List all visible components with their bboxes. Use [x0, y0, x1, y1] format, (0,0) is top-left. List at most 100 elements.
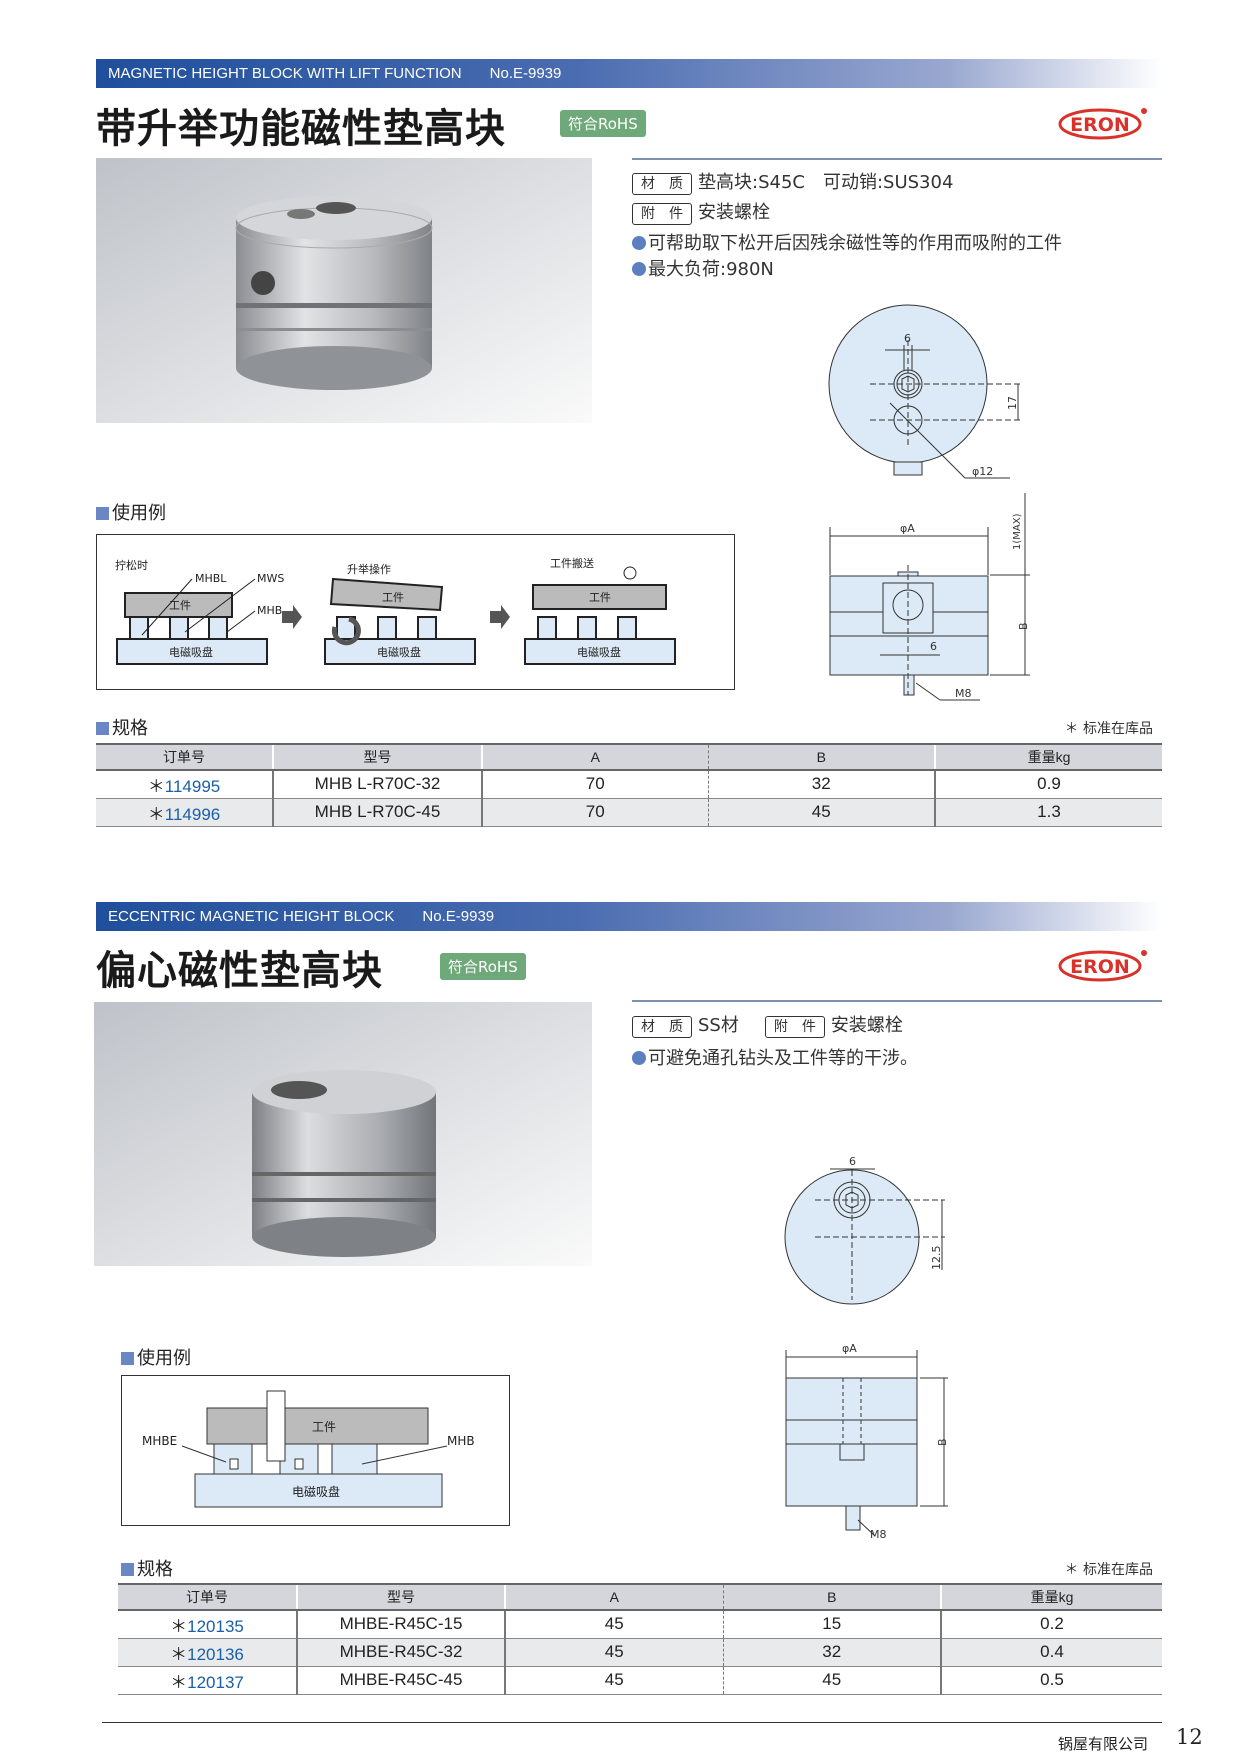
col-b: B — [707, 743, 935, 771]
section1-technical-drawing: 6 17 φ12 φA 1(MAX) B 6 M8 — [828, 304, 1030, 701]
model-cell: MHBE-R45C-45 — [296, 1666, 505, 1695]
eron-logo: ERON — [1058, 950, 1147, 982]
svg-text:工件: 工件 — [312, 1420, 336, 1434]
hook-icon — [623, 566, 637, 580]
svg-text:12.5: 12.5 — [930, 1246, 943, 1271]
section1-usage-diagram: 拧松时 升举操作 工件搬送 电磁吸盘 工件 MHBL MWS MHB 电磁吸盘 … — [96, 534, 735, 690]
bullet-icon — [632, 262, 646, 276]
svg-text:6: 6 — [849, 1155, 856, 1168]
section2-divider — [632, 1000, 1162, 1002]
accessory-value: 安装螺栓 — [830, 1015, 903, 1036]
weight-cell: 0.4 — [940, 1638, 1162, 1667]
table-row: ＊114996 MHB L-R70C-45 70 45 1.3 — [96, 798, 1162, 827]
a-cell: 45 — [504, 1638, 723, 1667]
svg-text:工件: 工件 — [382, 591, 404, 604]
b-cell: 32 — [707, 770, 935, 799]
section1-material-row: 材 质垫高块:S45C 可动销:SUS304 — [632, 168, 953, 195]
table-row: ＊120137 MHBE-R45C-45 45 45 0.5 — [118, 1666, 1162, 1695]
col-order-no: 订单号 — [118, 1583, 297, 1611]
svg-text:工件: 工件 — [169, 599, 191, 612]
accessory-value: 安装螺栓 — [698, 202, 770, 223]
svg-text:工件搬送: 工件搬送 — [550, 556, 594, 570]
section2-header-bar: ECCENTRIC MAGNETIC HEIGHT BLOCK No.E-9939 — [96, 902, 1162, 931]
svg-text:电磁吸盘: 电磁吸盘 — [292, 1484, 340, 1499]
section2-header-no: No.E-9939 — [422, 908, 495, 925]
a-cell: 45 — [504, 1666, 723, 1695]
section1-bullet: 可帮助取下松开后因残余磁性等的作用而吸附的工件 — [632, 229, 1062, 255]
bullet-text: 可帮助取下松开后因残余磁性等的作用而吸附的工件 — [648, 233, 1062, 254]
section2-header-en: ECCENTRIC MAGNETIC HEIGHT BLOCK — [108, 908, 395, 925]
a-cell: 70 — [481, 770, 708, 799]
b-cell: 45 — [707, 798, 935, 827]
eron-logo: ERON — [1058, 108, 1147, 140]
svg-text:φ12: φ12 — [972, 465, 993, 478]
section1-spec-title: 规格 — [96, 714, 148, 740]
svg-text:电磁吸盘: 电磁吸盘 — [169, 645, 213, 659]
arrow-icon — [282, 605, 302, 629]
col-model: 型号 — [296, 1583, 505, 1611]
stock-star: ＊ — [170, 1644, 188, 1664]
footer-rule — [102, 1722, 1162, 1723]
a-cell: 70 — [481, 798, 708, 827]
svg-text:6: 6 — [904, 332, 911, 345]
weight-cell: 1.3 — [934, 798, 1162, 827]
order-code-link[interactable]: 114996 — [164, 804, 221, 824]
section1-title: 带升举功能磁性垫高块 — [96, 106, 506, 152]
weight-cell: 0.2 — [940, 1610, 1162, 1639]
section1-usage-title: 使用例 — [96, 499, 166, 525]
section2-title: 偏心磁性垫高块 — [96, 948, 383, 994]
section1-product-photo — [96, 158, 592, 423]
bullet-text: 最大负荷:980N — [648, 259, 774, 280]
section1-stock-note: ＊ 标准在库品 — [1064, 721, 1153, 737]
table-header-row: 订单号 型号 A B 重量kg — [118, 1583, 1162, 1611]
svg-text:MHB: MHB — [257, 604, 282, 617]
svg-text:B: B — [936, 1438, 949, 1446]
section2-product-photo — [94, 1002, 592, 1266]
col-model: 型号 — [272, 743, 482, 771]
svg-text:B: B — [1017, 622, 1030, 630]
b-cell: 45 — [722, 1666, 941, 1695]
section1-spec-table: 订单号 型号 A B 重量kg ＊114995 MHB L-R70C-32 70… — [96, 743, 1162, 827]
section1-bullet: 最大负荷:980N — [632, 255, 774, 281]
section2-usage-title: 使用例 — [121, 1344, 191, 1370]
page-number: 12 — [1176, 1725, 1203, 1749]
col-a: A — [504, 1583, 723, 1611]
col-b: B — [722, 1583, 941, 1611]
model-cell: MHB L-R70C-32 — [272, 770, 482, 799]
svg-text:电磁吸盘: 电磁吸盘 — [377, 645, 421, 659]
svg-text:升举操作: 升举操作 — [347, 562, 391, 576]
section1-header-no: No.E-9939 — [489, 65, 562, 82]
order-code-link[interactable]: 120136 — [187, 1644, 244, 1664]
footer-company: 锅屋有限公司 — [1058, 1735, 1149, 1753]
svg-text:MHBE: MHBE — [142, 1434, 177, 1448]
model-cell: MHB L-R70C-45 — [272, 798, 482, 827]
section1-rohs-badge: 符合RoHS — [560, 110, 646, 137]
section2-usage-diagram: 电磁吸盘 工件 MHBE MHB — [121, 1375, 510, 1526]
svg-text:M8: M8 — [955, 687, 972, 700]
col-a: A — [481, 743, 708, 771]
section2-bullet: 可避免通孔钻头及工件等的干涉。 — [632, 1044, 918, 1070]
svg-text:ERON: ERON — [1070, 114, 1130, 136]
order-code-link[interactable]: 120137 — [187, 1672, 244, 1692]
b-cell: 32 — [722, 1638, 941, 1667]
order-code-link[interactable]: 114995 — [164, 776, 221, 796]
svg-text:MHBL: MHBL — [195, 572, 227, 585]
model-cell: MHBE-R45C-15 — [296, 1610, 505, 1639]
table-row: ＊114995 MHB L-R70C-32 70 32 0.9 — [96, 770, 1162, 799]
section2-spec-table: 订单号 型号 A B 重量kg ＊120135 MHBE-R45C-15 45 … — [118, 1583, 1162, 1695]
material-value: 垫高块:S45C 可动销:SUS304 — [698, 172, 954, 193]
section1-header-bar: MAGNETIC HEIGHT BLOCK WITH LIFT FUNCTION… — [96, 59, 1162, 88]
svg-text:M8: M8 — [870, 1528, 887, 1541]
svg-text:ERON: ERON — [1070, 956, 1130, 978]
section1-header-en: MAGNETIC HEIGHT BLOCK WITH LIFT FUNCTION — [108, 65, 462, 82]
order-code-link[interactable]: 120135 — [187, 1616, 244, 1636]
table-row: ＊120135 MHBE-R45C-15 45 15 0.2 — [118, 1610, 1162, 1639]
svg-text:φA: φA — [900, 522, 915, 535]
section1-accessory-row: 附 件安装螺栓 — [632, 198, 770, 225]
section1-divider — [632, 158, 1162, 160]
model-cell: MHBE-R45C-32 — [296, 1638, 505, 1667]
weight-cell: 0.5 — [940, 1666, 1162, 1695]
bullet-icon — [632, 236, 646, 250]
svg-text:MWS: MWS — [257, 572, 284, 585]
col-weight: 重量kg — [940, 1583, 1162, 1611]
